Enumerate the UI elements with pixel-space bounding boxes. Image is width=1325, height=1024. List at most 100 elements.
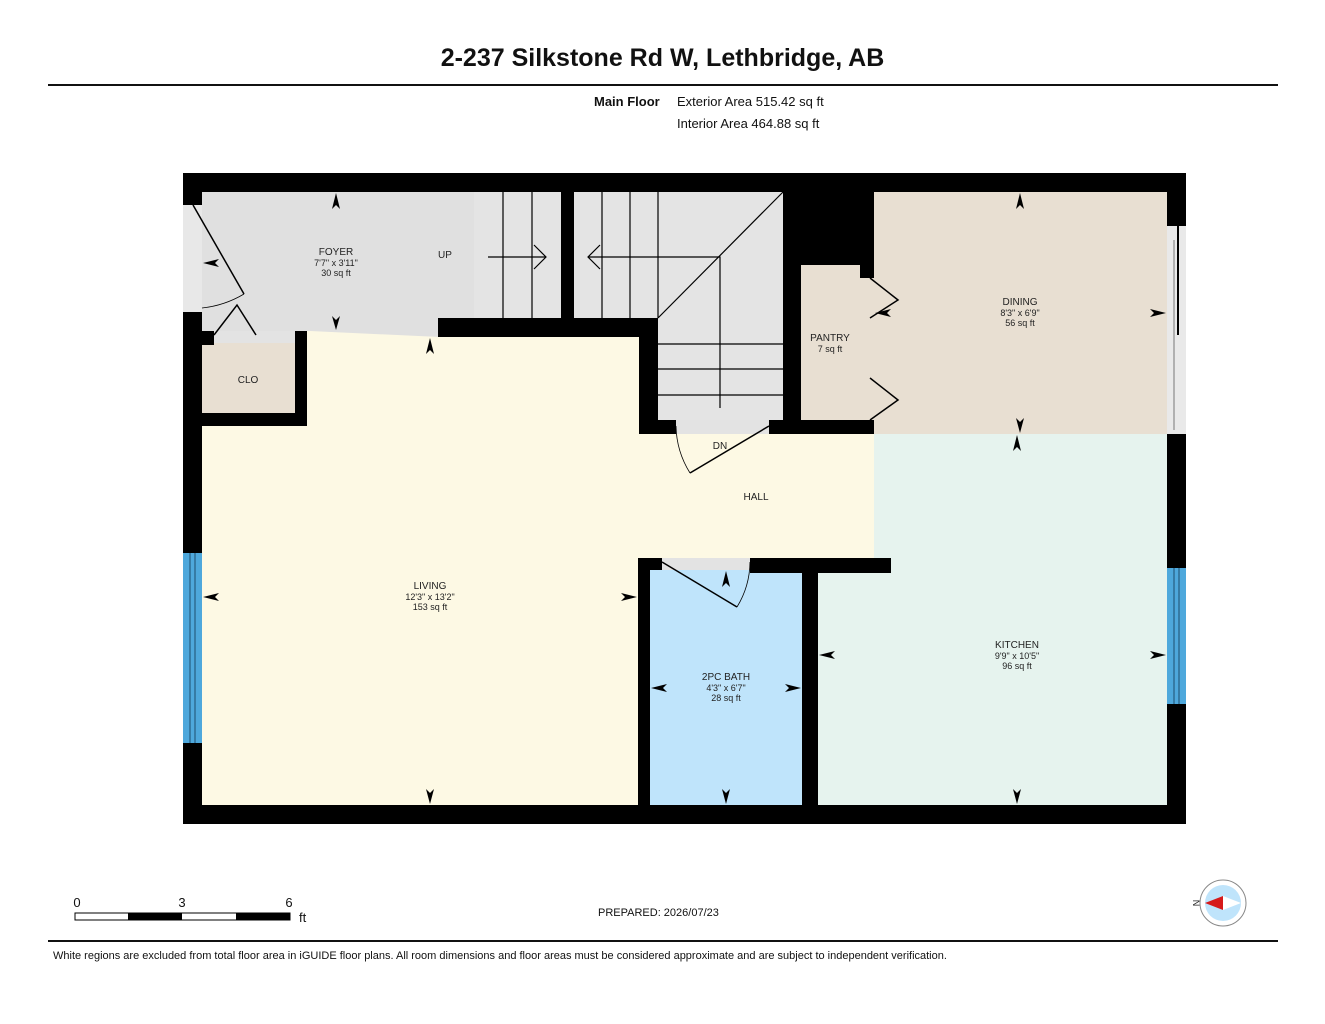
stair-down-arrowhead bbox=[587, 244, 601, 270]
foyer-name: FOYER bbox=[319, 247, 353, 258]
stair-side-wall bbox=[639, 318, 658, 434]
stair-door-leaf bbox=[689, 425, 770, 474]
kitchen-upper-floor bbox=[874, 434, 1167, 569]
arrow-down bbox=[1016, 418, 1024, 433]
header-rule bbox=[48, 84, 1278, 86]
arrow-left bbox=[203, 259, 219, 267]
arrow-left bbox=[875, 309, 891, 317]
foyer-area: 30 sq ft bbox=[321, 268, 351, 278]
bath-area: 28 sq ft bbox=[711, 693, 741, 703]
living-hall-floor bbox=[202, 331, 874, 805]
arrow-right bbox=[785, 684, 801, 692]
dining-name: DINING bbox=[1003, 297, 1038, 308]
arrow-right bbox=[1150, 309, 1166, 317]
arrow-down bbox=[722, 789, 730, 804]
scale-bar: 0 3 6 ft bbox=[73, 895, 306, 925]
bath-door-opening bbox=[662, 558, 750, 570]
stair-winder bbox=[657, 191, 784, 319]
arrow-left bbox=[651, 684, 667, 692]
scale-tick-3: 3 bbox=[178, 895, 185, 910]
bath-wall-left bbox=[638, 558, 650, 805]
bath-floor bbox=[650, 570, 802, 805]
exterior-area: Exterior Area 515.42 sq ft bbox=[677, 94, 824, 109]
scale-bar-segment bbox=[236, 913, 290, 920]
arrow-up bbox=[1013, 435, 1021, 451]
kitchen-area: 96 sq ft bbox=[1002, 661, 1032, 671]
front-door-leaf bbox=[192, 204, 245, 295]
prepared-date: PREPARED: 2026/07/23 bbox=[598, 907, 719, 919]
kitchen-window bbox=[1167, 568, 1186, 704]
compass-south-needle-icon bbox=[1223, 896, 1241, 910]
stair-wall bbox=[438, 318, 658, 337]
floor-name: Main Floor bbox=[594, 94, 660, 109]
kitchen-dims: 9'9" x 10'5" bbox=[995, 651, 1039, 661]
patio-door-opening bbox=[1167, 226, 1186, 434]
pantry-wall-right bbox=[860, 192, 874, 278]
stair-door-arc bbox=[675, 425, 691, 474]
stair-door-opening bbox=[676, 420, 769, 434]
stair-up-floor bbox=[474, 192, 561, 318]
foyer-dims: 7'7" x 3'11" bbox=[314, 258, 358, 268]
front-door-arc bbox=[201, 293, 245, 309]
closet-floor bbox=[202, 343, 295, 413]
pantry-floor bbox=[801, 265, 860, 421]
arrow-right bbox=[1150, 651, 1166, 659]
footer-rule bbox=[48, 940, 1278, 942]
scale-bar-segment bbox=[128, 913, 182, 920]
page-title: 2-237 Silkstone Rd W, Lethbridge, AB bbox=[440, 44, 885, 72]
bath-wall-top-right bbox=[750, 558, 891, 573]
stair-down-label: DN bbox=[713, 441, 727, 452]
closet-door-leaf bbox=[213, 303, 257, 336]
front-door-opening bbox=[183, 205, 202, 312]
bath-dims: 4'3" x 6'7" bbox=[706, 683, 745, 693]
closet-wall-right bbox=[295, 331, 307, 426]
compass: N bbox=[1191, 879, 1247, 927]
stair-up-arrowhead bbox=[533, 244, 547, 270]
hall-name: HALL bbox=[743, 492, 768, 503]
arrow-right bbox=[621, 593, 637, 601]
pantry-name: PANTRY bbox=[810, 333, 850, 344]
dining-dims: 8'3" x 6'9" bbox=[1000, 308, 1039, 318]
arrow-down bbox=[332, 316, 340, 330]
closet-wall-stub bbox=[202, 331, 214, 345]
interior-area: Interior Area 464.88 sq ft bbox=[677, 116, 820, 131]
living-area: 153 sq ft bbox=[413, 602, 448, 612]
dining-area: 56 sq ft bbox=[1005, 318, 1035, 328]
bath-door-leaf bbox=[661, 561, 738, 608]
closet-wall-bottom bbox=[202, 413, 307, 426]
bath-wall-right bbox=[802, 558, 818, 805]
closet-name: CLO bbox=[238, 375, 259, 386]
pantry-wall-left bbox=[783, 192, 801, 434]
scale-tick-6: 6 bbox=[285, 895, 292, 910]
kitchen-name: KITCHEN bbox=[995, 640, 1039, 651]
foyer-floor bbox=[202, 192, 475, 338]
scale-tick-0: 0 bbox=[73, 895, 80, 910]
stair-down-path bbox=[588, 256, 721, 408]
compass-north-needle-icon bbox=[1205, 896, 1223, 910]
arrow-up bbox=[332, 193, 340, 209]
disclaimer: White regions are excluded from total fl… bbox=[53, 950, 947, 962]
kitchen-floor bbox=[818, 573, 1167, 805]
arrow-up bbox=[426, 338, 434, 354]
arrow-left bbox=[819, 651, 835, 659]
living-name: LIVING bbox=[414, 581, 447, 592]
bath-door-arc bbox=[736, 561, 751, 608]
arrow-up bbox=[1016, 193, 1024, 209]
stair-up-label: UP bbox=[438, 250, 452, 261]
living-dims: 12'3" x 13'2" bbox=[405, 592, 454, 602]
pantry-area: 7 sq ft bbox=[818, 344, 843, 354]
pantry-doorway bbox=[860, 278, 874, 420]
dimension-arrows bbox=[203, 193, 1166, 804]
living-window bbox=[183, 553, 202, 743]
dining-floor bbox=[874, 192, 1167, 435]
scale-unit: ft bbox=[299, 910, 307, 925]
arrow-left bbox=[203, 593, 219, 601]
arrow-down bbox=[1013, 789, 1021, 804]
arrow-up bbox=[722, 571, 730, 587]
stair-divider-wall bbox=[561, 192, 574, 322]
pantry-door-lower bbox=[869, 377, 900, 421]
stair-landing-floor bbox=[574, 192, 783, 318]
arrow-down bbox=[426, 789, 434, 804]
closet-door-opening bbox=[214, 331, 295, 343]
